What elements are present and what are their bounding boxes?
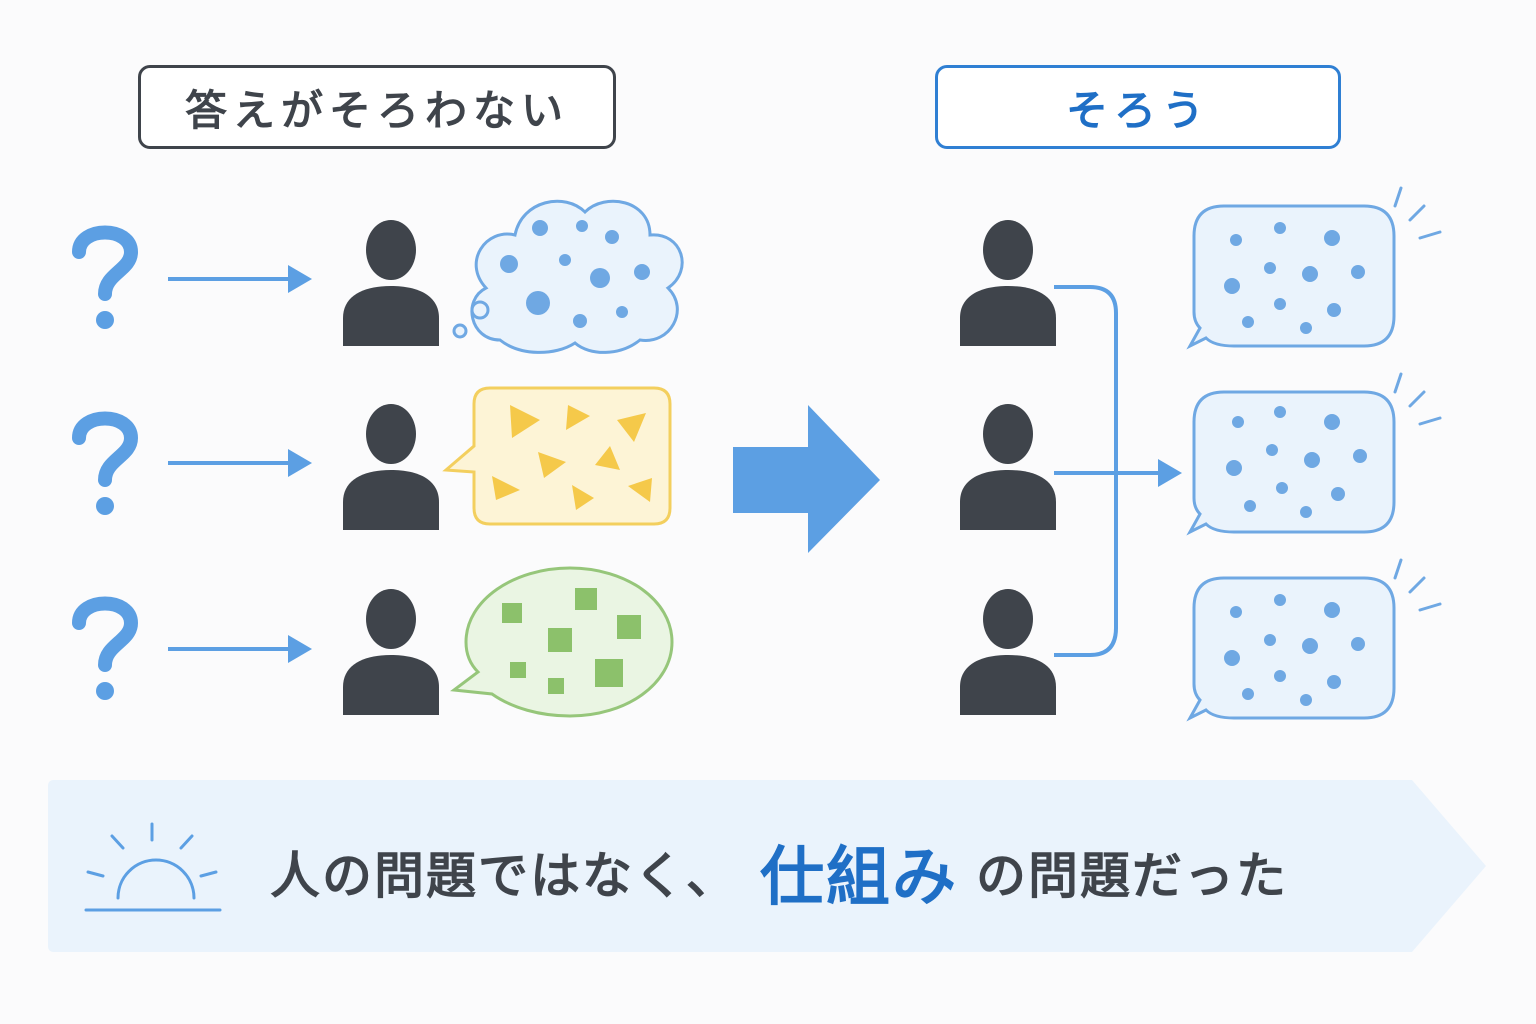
- person-icon: [960, 589, 1056, 715]
- speech-bubble-yellow: [442, 386, 672, 526]
- person-icon: [343, 404, 439, 530]
- caption-part1: 人の問題ではなく、: [270, 847, 738, 905]
- bottom-banner: [48, 780, 1486, 952]
- arrow-line: [166, 263, 314, 295]
- question-mark-icon: [79, 419, 131, 516]
- arrow-line: [166, 447, 314, 479]
- speech-bubble-blue: [1186, 204, 1396, 350]
- big-arrow: [733, 405, 880, 553]
- left-label-box: 答えがそろわない: [138, 65, 616, 149]
- right-label-text: そろう: [1065, 85, 1210, 135]
- caption-highlight: 仕組み: [760, 841, 958, 915]
- right-label-box: そろう: [935, 65, 1341, 149]
- merge-arrowhead: [1158, 459, 1182, 487]
- sunrise-icon: [84, 822, 222, 912]
- speech-bubble-blue: [1186, 390, 1396, 536]
- diagram-canvas: [0, 186, 1442, 722]
- person-icon: [960, 220, 1056, 346]
- caption: 人の問題ではなく、 仕組み の問題だった: [270, 812, 1288, 932]
- person-icon: [343, 589, 439, 715]
- question-mark-icon: [79, 604, 131, 701]
- arrow-line: [166, 633, 314, 665]
- merge-connector: [1054, 285, 1160, 657]
- caption-part2: の問題だった: [976, 847, 1288, 905]
- question-mark-icon: [79, 233, 131, 330]
- speech-bubble-blue: [1186, 576, 1396, 722]
- thought-cloud: [452, 199, 684, 354]
- left-label-text: 答えがそろわない: [184, 85, 569, 135]
- sparkle-lines: [1393, 186, 1442, 612]
- speech-bubble-green: [450, 566, 674, 718]
- person-icon: [960, 404, 1056, 530]
- person-icon: [343, 220, 439, 346]
